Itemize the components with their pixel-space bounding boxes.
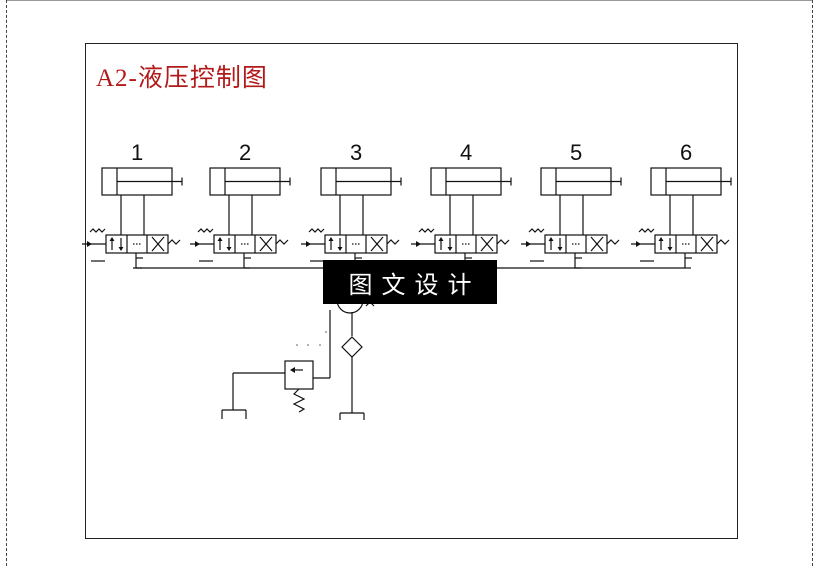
cylinder-label: 3 — [350, 140, 362, 165]
cylinder-valve-symbol — [410, 167, 512, 269]
cylinder-valve-units: 1 2 3 4 5 6 — [81, 140, 732, 269]
cylinder-label: 6 — [680, 140, 692, 165]
page-right-cut-line — [812, 0, 813, 566]
cylinder-valve-symbol — [300, 167, 402, 269]
unit-4: 4 — [410, 140, 512, 269]
unit-2: 2 — [189, 140, 291, 269]
cylinder-valve-symbol — [81, 167, 183, 269]
drawing-frame — [85, 43, 738, 539]
unit-3: 3 — [300, 140, 402, 269]
cylinder-label: 1 — [131, 140, 143, 165]
unit-1: 1 — [81, 140, 183, 269]
page-top-border — [6, 0, 812, 1]
cylinder-label: 2 — [239, 140, 251, 165]
cylinder-valve-symbol — [520, 167, 622, 269]
cylinder-valve-symbol — [630, 167, 732, 269]
watermark-label: 图文设计 — [323, 260, 497, 304]
unit-6: 6 — [630, 140, 732, 269]
cylinder-valve-symbol — [189, 167, 291, 269]
cylinder-label: 5 — [570, 140, 582, 165]
unit-5: 5 — [520, 140, 622, 269]
cylinder-label: 4 — [460, 140, 472, 165]
page-left-cut-line — [6, 0, 7, 566]
diagram-title: A2-液压控制图 — [96, 65, 268, 92]
dotted-marks — [296, 331, 327, 346]
